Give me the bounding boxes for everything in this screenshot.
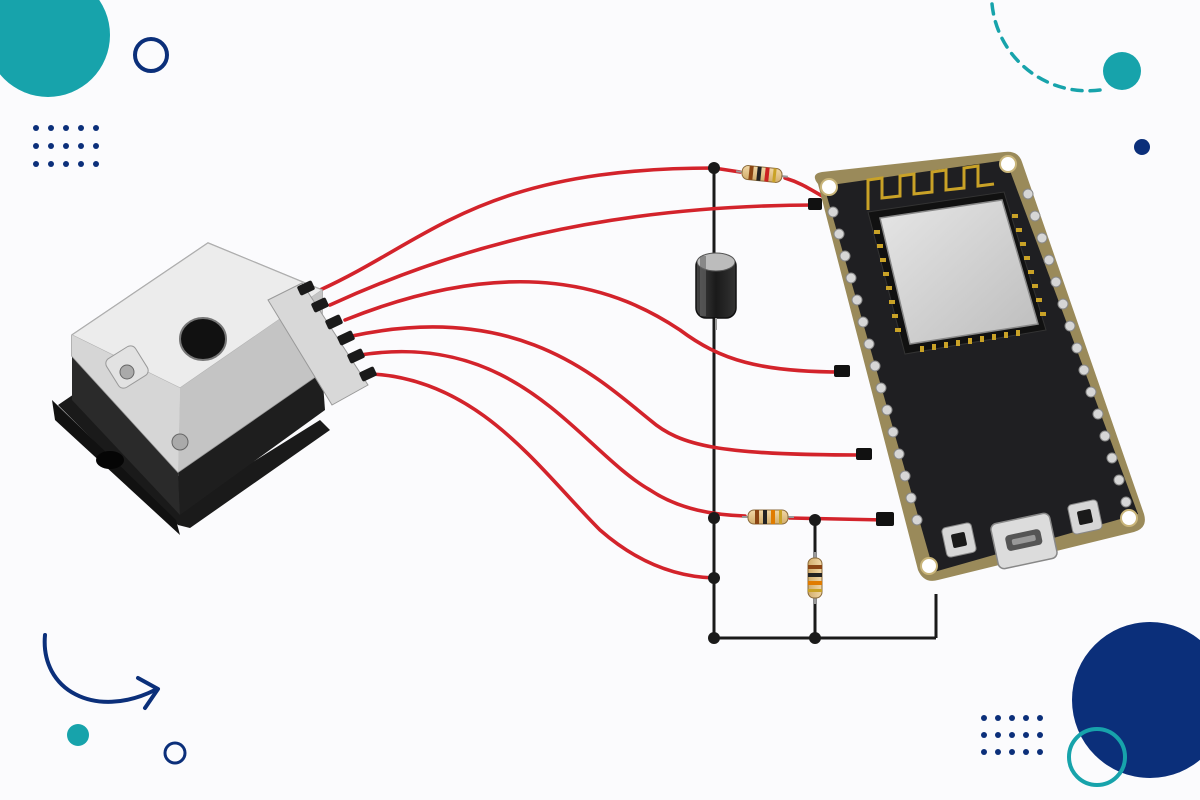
wire-6 (370, 372, 716, 580)
dashed-arc-icon (990, 2, 1102, 93)
signal-wires (318, 166, 887, 580)
wire-4 (350, 325, 862, 457)
wire-2 (328, 203, 820, 307)
dot-grid-icon (33, 125, 99, 167)
resistor-top (736, 165, 788, 183)
junctions (708, 162, 821, 644)
circle-icon (1134, 139, 1150, 155)
wire-3 (343, 279, 844, 374)
arrow-icon (136, 676, 160, 710)
pin-connectors (808, 198, 894, 526)
resistor-bottom-pulldown (807, 552, 823, 604)
circle-icon (163, 741, 187, 765)
circle-icon (1103, 52, 1141, 90)
wire-5 (358, 349, 747, 518)
wire-1 (318, 166, 742, 292)
boot-button (941, 522, 977, 558)
electrolytic-capacitor (695, 252, 737, 330)
left-header-pins (827, 206, 923, 526)
circle-icon (133, 37, 169, 73)
circle-icon (1072, 622, 1200, 778)
circle-icon (0, 0, 110, 97)
reset-button (1067, 499, 1103, 535)
usb-port-icon (990, 512, 1058, 570)
module-pads (874, 214, 1046, 352)
circle-icon (67, 724, 89, 746)
arrow-icon (42, 633, 157, 704)
esp32-dev-board (808, 151, 1145, 581)
resistor-bottom-series (742, 509, 794, 525)
dot-grid-icon (981, 715, 1043, 755)
right-header-pins (1022, 188, 1132, 508)
sensor-module (52, 242, 377, 535)
circle-icon (1067, 727, 1127, 787)
